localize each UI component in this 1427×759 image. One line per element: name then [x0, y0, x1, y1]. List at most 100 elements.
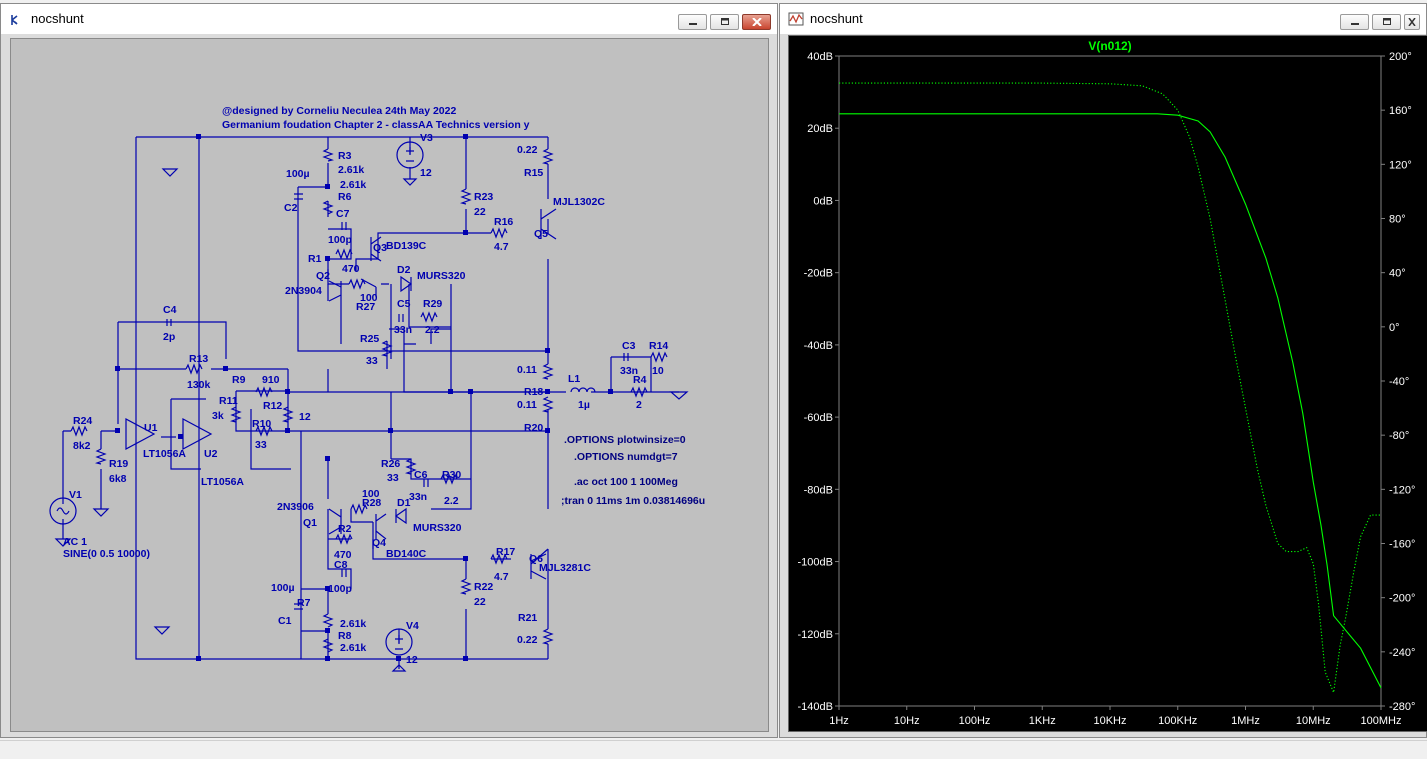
label-r12v: 12 [299, 411, 311, 423]
label-r8: R8 [338, 630, 352, 642]
label-r3v: 2.61k [338, 164, 364, 176]
label-c3: C3 [622, 340, 636, 352]
chart-title: V(n012) [1088, 39, 1131, 53]
credit-line-1: @designed by Corneliu Neculea 24th May 2… [222, 105, 456, 117]
schematic-window: nocshunt [0, 3, 778, 738]
label-r3: R3 [338, 150, 352, 162]
plot-close-button[interactable] [1404, 14, 1420, 30]
label-r13v: 130k [187, 379, 211, 391]
plot-maximize-button[interactable] [1372, 14, 1401, 30]
minimize-button[interactable] [678, 14, 707, 30]
bode-chart[interactable]: V(n012)40dB20dB0dB-20dB-40dB-60dB-80dB-1… [789, 36, 1427, 733]
label-r1: R1 [308, 253, 322, 265]
label-q3: Q3 [373, 242, 387, 254]
label-v1sine: SINE(0 0.5 10000) [63, 548, 150, 560]
label-r28v: 100 [362, 488, 380, 500]
label-c4: C4 [163, 304, 177, 316]
schematic-app-icon [9, 11, 25, 27]
schematic-canvas[interactable]: @designed by Corneliu Neculea 24th May 2… [10, 38, 769, 732]
label-r24: R24 [73, 415, 92, 427]
label-l1v: 1µ [578, 399, 590, 411]
label-r1v: 470 [342, 263, 360, 275]
label-r11: R11 [219, 395, 238, 407]
label-r6v: 2.61k [340, 179, 366, 191]
y-left-tick-label: 0dB [813, 195, 833, 207]
label-r16: R16 [494, 216, 513, 228]
x-tick-label: 100KHz [1158, 715, 1197, 727]
label-r30: R30 [442, 469, 461, 481]
waveform-app-icon [788, 11, 804, 27]
label-c5v: 33n [394, 324, 412, 336]
label-r4: R4 [633, 374, 647, 386]
x-tick-label: 100Hz [959, 715, 991, 727]
label-r27: R27 [356, 301, 375, 313]
label-c8: C8 [334, 559, 348, 571]
label-r11v: 3k [212, 410, 224, 422]
label-u2m: LT1056A [201, 476, 244, 488]
y-left-tick-label: 40dB [807, 51, 833, 63]
label-u1m: LT1056A [143, 448, 186, 460]
y-right-tick-label: 120° [1389, 159, 1412, 171]
schematic-window-title: nocshunt [31, 11, 84, 26]
y-right-tick-label: 160° [1389, 105, 1412, 117]
label-r9: R9 [232, 374, 246, 386]
y-left-tick-label: 20dB [807, 123, 833, 135]
label-v4: V4 [406, 620, 419, 632]
label-r2v: 470 [334, 549, 352, 561]
label-r19v: 6k8 [109, 473, 127, 485]
y-right-tick-label: -200° [1389, 593, 1415, 605]
maximize-button[interactable] [710, 14, 739, 30]
label-c1: C1 [278, 615, 292, 627]
label-q5m: MJL1302C [553, 196, 605, 208]
label-r28: R28 [362, 497, 381, 509]
close-button[interactable] [742, 14, 771, 30]
label-r22v: 22 [474, 596, 486, 608]
y-right-tick-label: 40° [1389, 268, 1406, 280]
label-l1: L1 [568, 373, 580, 385]
label-r17: R17 [496, 546, 515, 558]
label-r23: R23 [474, 191, 493, 203]
schematic-titlebar[interactable]: nocshunt [1, 4, 777, 34]
label-q5: Q5 [534, 228, 548, 240]
schematic-drawing[interactable]: @designed by Corneliu Neculea 24th May 2… [11, 39, 770, 733]
label-c7: C7 [336, 208, 350, 220]
label-r18v: 0.11 [517, 364, 537, 376]
label-v3v: 12 [420, 167, 432, 179]
plot-frame [838, 55, 1382, 707]
y-right-tick-label: 200° [1389, 51, 1412, 63]
plot-minimize-button[interactable] [1340, 14, 1369, 30]
x-tick-label: 1MHz [1231, 715, 1260, 727]
label-d2: D2 [397, 264, 411, 276]
label-r4v: 2 [636, 399, 642, 411]
label-q2: Q2 [316, 270, 330, 282]
label-r23v: 22 [474, 206, 486, 218]
label-v3: V3 [420, 132, 433, 144]
label-c7v: 100p [328, 234, 352, 246]
plot-titlebar[interactable]: nocshunt [780, 4, 1426, 34]
y-left-tick-label: -120dB [798, 629, 833, 641]
label-q2m: 2N3904 [285, 285, 322, 297]
y-right-tick-label: -120° [1389, 484, 1415, 496]
y-right-tick-label: 80° [1389, 214, 1406, 226]
label-v4v: 12 [406, 654, 418, 666]
label-v1ac: AC 1 [63, 536, 87, 548]
label-r25v: 33 [366, 355, 378, 367]
y-right-tick-label: -160° [1389, 539, 1415, 551]
x-tick-label: 1Hz [829, 715, 849, 727]
label-q4: Q4 [372, 537, 386, 549]
label-r2: R2 [338, 523, 352, 535]
label-r9v: 910 [262, 374, 280, 386]
label-q3m: BD139C [386, 240, 427, 252]
label-r30v: 2.2 [444, 495, 459, 507]
x-tick-label: 100MHz [1361, 715, 1402, 727]
label-r26: R26 [381, 458, 400, 470]
label-r15v: 0.22 [517, 144, 538, 156]
y-right-tick-label: -80° [1389, 430, 1409, 442]
label-c2v: 100µ [286, 168, 310, 180]
credit-line-2: Germanium foudation Chapter 2 - classAA … [222, 119, 530, 131]
label-q1: Q1 [303, 517, 317, 529]
label-r20: R20 [524, 422, 543, 434]
label-r14v: 10 [652, 365, 664, 377]
label-d1m: MURS320 [413, 522, 462, 534]
